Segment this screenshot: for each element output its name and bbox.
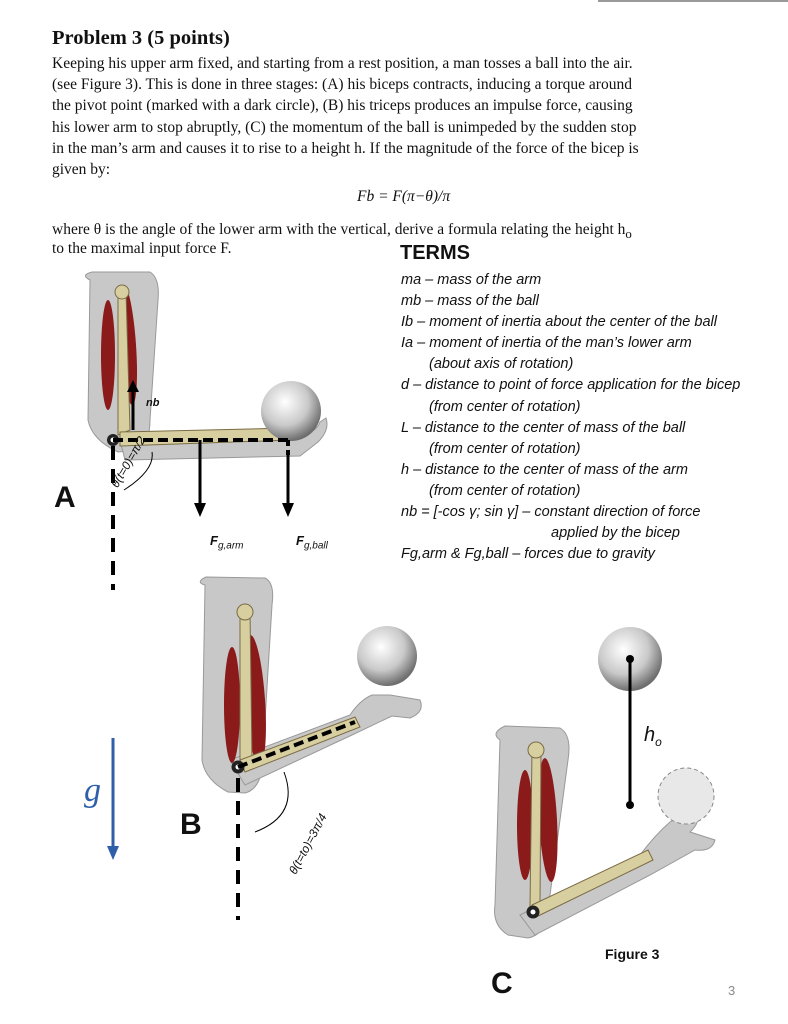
bicep-direction-label: nb [146,397,160,409]
figure-caption: Figure 3 [605,946,660,962]
page-number: 3 [728,983,736,998]
arm-gravity-force-label: Fg,arm [210,533,244,552]
ball-gravity-force-label: Fg,ball [296,533,328,552]
bicep-force-equation: Fb = F(π−θ)/π [357,188,451,205]
panel-c-arm [494,627,716,939]
problem-title: Problem 3 (5 points) [52,27,230,49]
where-line-1: where θ is the angle of the lower arm wi… [52,221,632,242]
statement-line: his lower arm to stop abruptly, (C) the … [52,118,637,136]
term-item: ma – mass of the arm [401,272,542,288]
statement-line: Keeping his upper arm fixed, and startin… [52,55,633,72]
stage-a-label: A [54,481,76,514]
terms-heading: TERMS [400,242,470,264]
where-subscript: o [625,226,632,242]
top-rule [598,0,788,2]
panel-a-arm [85,271,328,590]
where-text: where θ is the angle of the lower arm wi… [52,221,626,238]
term-item: (from center of rotation) [429,482,581,499]
statement-line: given by: [52,161,111,179]
term-item: Ib – moment of inertia about the center … [401,314,717,331]
term-item: h – distance to the center of mass of th… [401,461,688,478]
stage-b-label: B [180,808,202,841]
term-item: (from center of rotation) [429,440,581,457]
gravity-arrow [107,738,119,860]
term-item: (about axis of rotation) [429,356,574,373]
term-item: nb = [-cos γ; sin γ] – constant directio… [401,504,701,521]
statement-line: in the man’s arm and causes it to rise t… [52,139,639,157]
term-item: L – distance to the center of mass of th… [401,419,686,436]
term-item: (from center of rotation) [429,398,581,415]
term-item: mb – mass of the ball [401,293,539,310]
h-subscript: o [655,735,662,749]
f-gball-subscript: g,ball [303,540,328,552]
statement-line: (see Figure 3). This is done in three st… [52,76,632,94]
term-item: applied by the bicep [551,525,680,542]
term-item: Ia – moment of inertia of the man’s lowe… [401,335,692,352]
term-item: Fg,arm & Fg,ball – forces due to gravity [401,546,655,563]
h-symbol: h [644,724,656,746]
f-gball-symbol: F [296,533,304,548]
panel-b-arm [199,576,422,920]
f-garm-symbol: F [210,533,218,548]
statement-line: the pivot point (marked with a dark circ… [52,97,633,115]
terms-list: ma – mass of the arm mb – mass of the ba… [401,270,740,565]
where-line-2: to the maximal input force F. [52,240,232,257]
problem-statement: Keeping his upper arm fixed, and startin… [52,53,772,180]
stage-c-label: C [491,967,513,1000]
f-garm-subscript: g,arm [217,540,244,552]
gravity-vector-label: g [84,772,101,809]
height-label: ho [644,724,662,749]
term-item: d – distance to point of force applicati… [401,377,741,394]
